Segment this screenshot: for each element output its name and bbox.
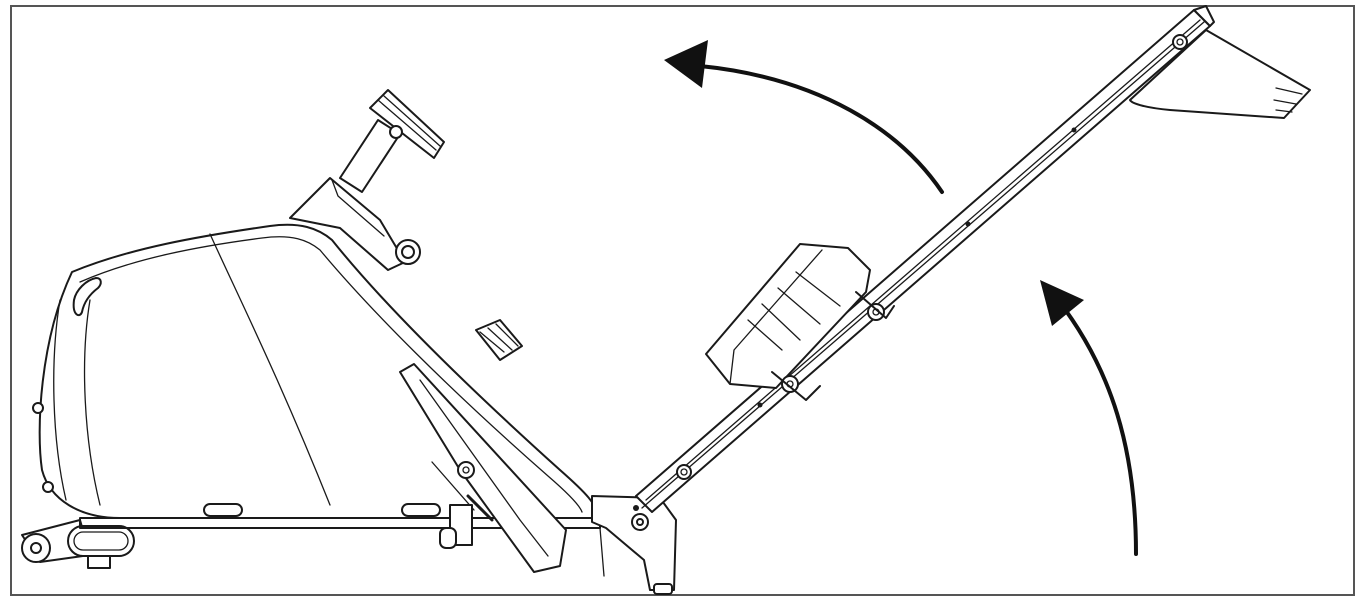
machine-housing <box>32 223 599 519</box>
hinge-bracket <box>591 495 677 595</box>
arrow-upper <box>664 40 944 194</box>
rail-beam <box>635 5 1215 513</box>
arrow-lower <box>1040 280 1138 556</box>
seat <box>705 243 895 401</box>
pivot-arm <box>399 363 605 577</box>
figure-frame <box>10 5 1355 596</box>
rear-foot <box>1129 29 1311 119</box>
resistance-knob <box>475 319 523 361</box>
monitor-mast <box>289 89 445 271</box>
front-wheel-assembly <box>21 519 135 569</box>
